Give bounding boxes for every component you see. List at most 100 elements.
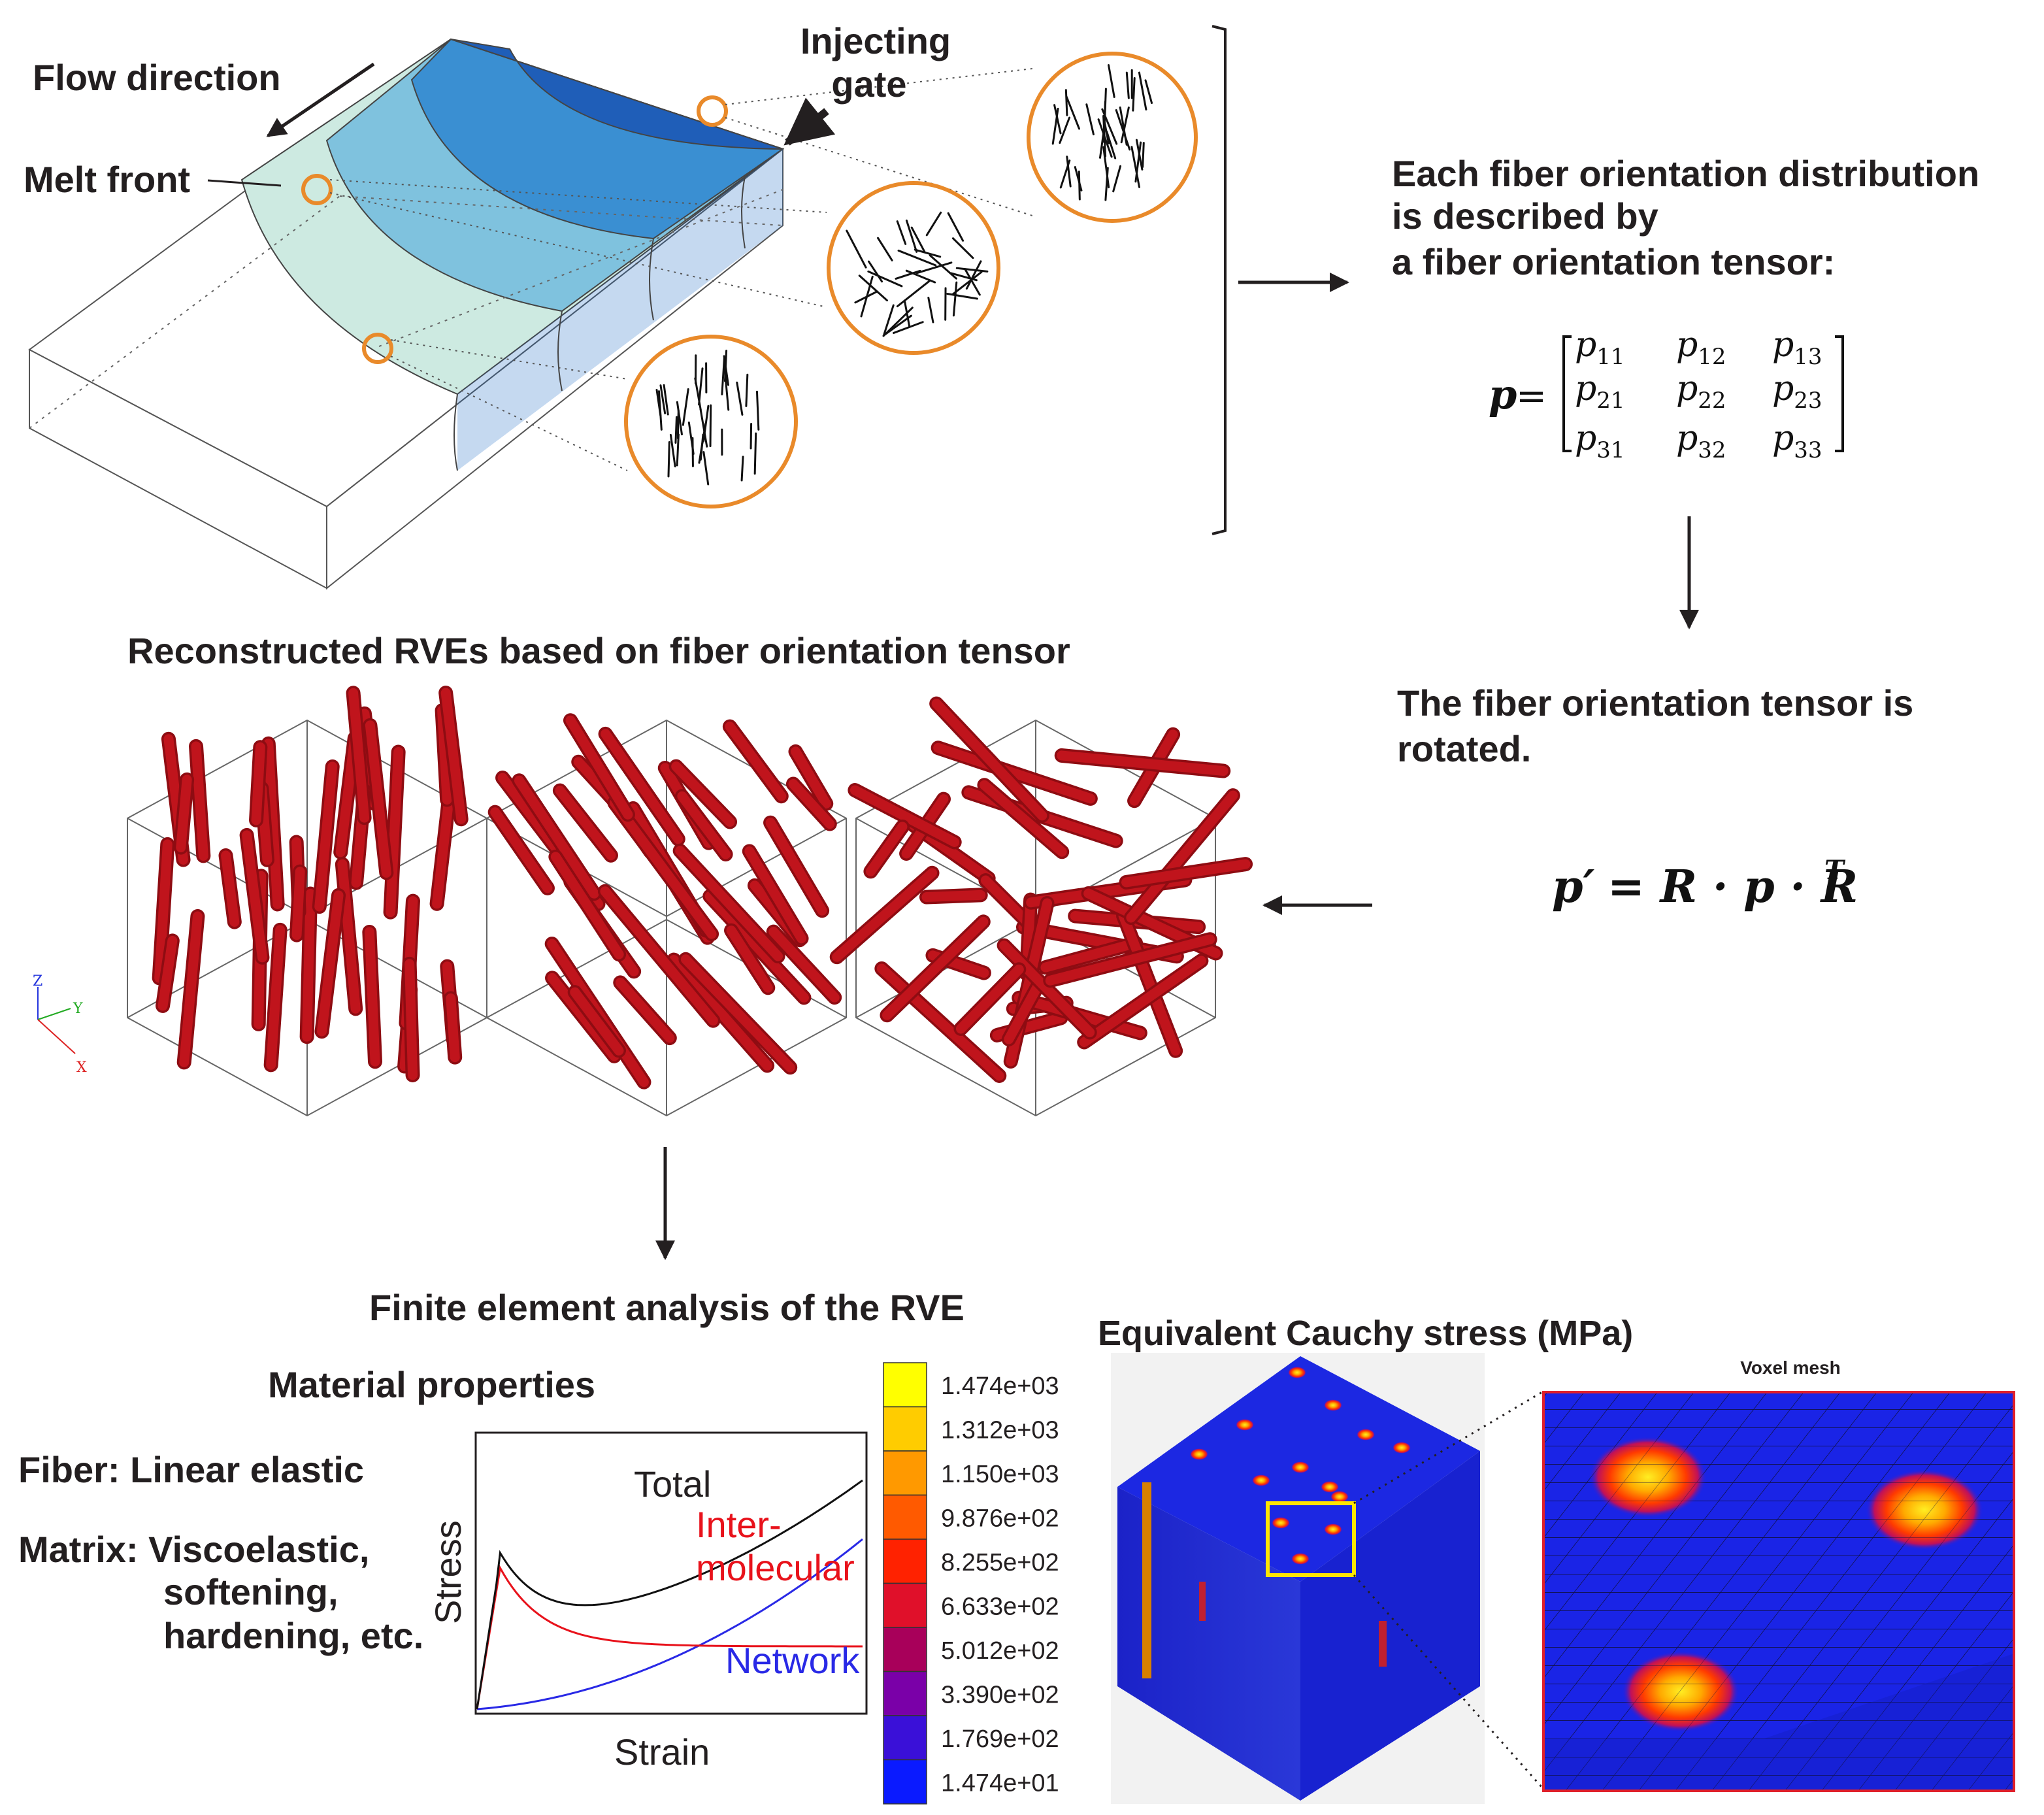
rve-fiber-highlight [1079,956,1206,1048]
stress-hotspot [1291,1553,1310,1565]
rve-fiber-highlight [221,850,240,927]
tensor-entry: p13 [1772,325,1822,370]
fiber [676,401,683,436]
colorbar-label: 1.474e+01 [941,1770,1059,1797]
fiber [929,254,957,280]
rve-fiber-highlight [791,746,831,809]
colorbar-label: 1.769e+02 [941,1725,1059,1753]
rve-fiber-highlight [550,852,624,959]
fiber [867,270,903,288]
zoom-connectors [329,68,1033,471]
zoom-circle-aligned-flow [1027,52,1198,223]
tensor-equals: = [1516,375,1547,418]
fiber [1064,89,1068,116]
fiber [964,268,981,296]
rve-fiber-highlight [704,891,809,1003]
injecting-gate-label-1: Injecting [800,20,951,61]
tensor-symbol: p [1489,371,1517,418]
fiber [1115,109,1131,151]
fiber [1138,71,1147,111]
rve-fiber-highlight [1121,859,1251,888]
stress-streak [1379,1621,1387,1667]
tensor-entry: p11 [1575,325,1625,370]
colorbar-swatch [883,1539,927,1584]
rotation-line-1: The fiber orientation tensor is [1397,682,1913,724]
total-curve [476,1479,863,1710]
fiber [896,280,931,308]
stress-hotspot [1272,1517,1290,1529]
fiber [721,357,725,395]
rve-fiber-highlight [999,941,1095,1038]
group-bracket [1212,25,1227,535]
melt-front-label: Melt front [24,159,190,200]
colorbar-label: 1.474e+03 [941,1373,1059,1400]
rve-fiber-highlight [1045,934,1215,986]
fiber [1135,139,1144,171]
rve-fiber-highlight [1126,790,1238,923]
y-axis-label: Stress [427,1520,469,1624]
stress-hotspot [1291,1461,1310,1473]
rve-fiber-highlight [302,889,316,1042]
fiber-property: Fiber: Linear elastic [18,1449,364,1490]
rve-fiber-highlight [832,868,938,962]
fiber [955,267,989,273]
rve-fiber-highlight [242,830,267,963]
rve-fiber-highlight [291,867,305,941]
rve-fiber-highlight [865,822,908,876]
colorbar-swatch [883,1627,927,1673]
rotation-line-2: rotated. [1397,728,1531,769]
fiber [905,219,918,253]
stress-hotspot [1324,1524,1342,1535]
rve-fiber-highlight [1040,938,1141,973]
rve-fiber-highlight [263,739,283,909]
tensor-entry: p33 [1772,419,1822,463]
rve-fiber-highlight [365,720,391,878]
cube-left-face [1117,1487,1300,1801]
rve-fiber-highlight [955,964,1024,1034]
fiber [709,404,712,448]
fiber [914,248,942,258]
fiber [663,384,669,416]
colorbar-swatch [883,1494,927,1540]
rve-fiber-highlight [609,797,717,939]
fiber [1125,71,1130,99]
fiber [1074,166,1083,191]
description-line-1: Each fiber orientation distribution [1392,153,1979,194]
rve-cube-random [829,696,1253,1117]
rve-fiber-highlight [555,786,616,861]
stress-streak [1142,1482,1151,1678]
axis-y-label: Y [73,1001,83,1017]
flow-direction-label: Flow direction [33,57,281,98]
rve-fiber-highlight [446,993,460,1063]
stress-hotspot [1190,1448,1208,1460]
fiber [915,261,953,275]
fiber [676,433,680,467]
fiber [895,269,921,280]
fiber [951,271,983,295]
zoom-circle-aligned-vertical [624,335,798,508]
fiber [657,390,663,431]
fiber [723,368,730,411]
stress-hotspot [1393,1442,1411,1454]
axes-triad: Z Y X [33,973,87,1076]
matrix-property-2: softening, [163,1571,338,1612]
stress-title: Equivalent Cauchy stress (MPa) [1098,1314,1633,1353]
rve-fiber-highlight [386,747,404,918]
fiber [1144,79,1153,105]
description-line-2: is described by [1392,195,1658,237]
stress-hotspot [1252,1474,1270,1486]
colorbar-swatch [883,1406,927,1452]
fiber [947,212,964,242]
rve-fiber-highlight [251,742,265,825]
fiber [904,301,911,328]
fiber [667,441,670,478]
fiber [687,421,695,455]
description-line-3: a fiber orientation tensor: [1392,241,1835,282]
fiber [927,297,934,324]
rve-fiber-highlight [490,807,553,893]
fiber [951,237,974,259]
fiber [1132,77,1136,112]
fiber [659,384,667,414]
